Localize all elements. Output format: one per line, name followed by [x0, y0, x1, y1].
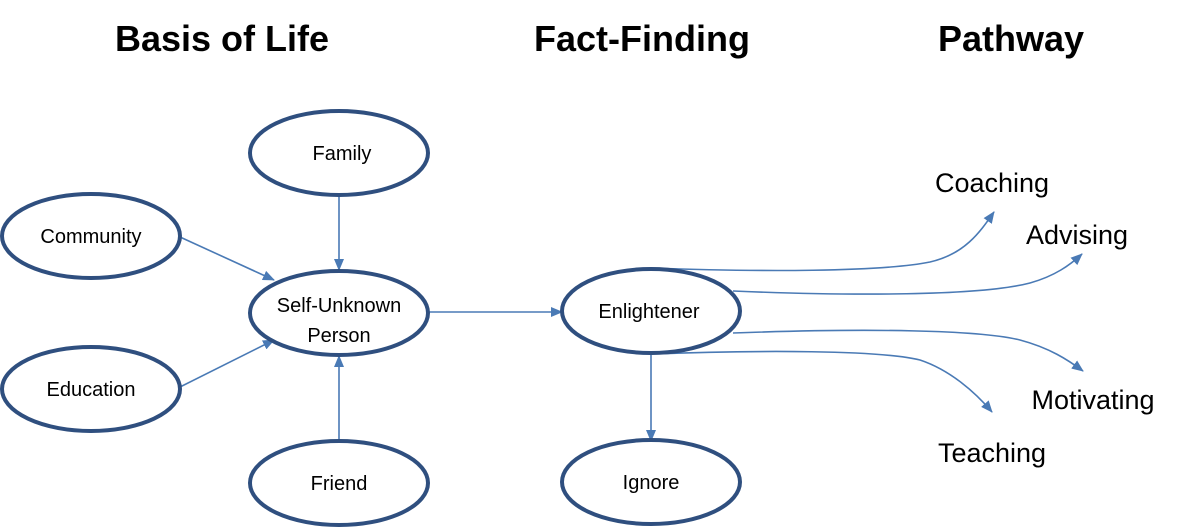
heading-pathway: Pathway — [938, 18, 1084, 59]
family-label: Family — [313, 143, 372, 165]
ignore-ellipse — [560, 438, 742, 526]
education-label: Education — [47, 379, 136, 401]
outcome-coaching: Coaching — [935, 168, 1049, 198]
community-label: Community — [40, 226, 141, 248]
arrow-education-to-self — [179, 339, 275, 388]
arrow-enlightener-to-motivating — [732, 329, 1084, 372]
education-ellipse — [0, 345, 182, 433]
self-unknown-label-line1: Self-Unknown — [277, 295, 402, 317]
node-friend: Friend — [248, 439, 430, 527]
community-ellipse — [0, 192, 182, 280]
arrow-enlightener-to-advising — [732, 253, 1083, 295]
friend-label: Friend — [311, 473, 368, 495]
heading-basis-of-life: Basis of Life — [115, 18, 329, 59]
ignore-label: Ignore — [623, 472, 680, 494]
arrow-enlightener-to-coaching — [650, 211, 995, 272]
outcome-motivating: Motivating — [1031, 385, 1154, 415]
family-ellipse — [248, 109, 430, 197]
node-self-unknown-person: Self-Unknown Person — [248, 269, 430, 357]
heading-fact-finding: Fact-Finding — [534, 18, 750, 59]
outcome-teaching: Teaching — [938, 438, 1046, 468]
self-unknown-person-ellipse — [248, 269, 430, 357]
node-community: Community — [0, 192, 182, 280]
node-family: Family — [248, 109, 430, 197]
node-enlightener: Enlightener — [560, 267, 742, 355]
enlightener-label: Enlightener — [598, 301, 700, 323]
arrow-enlightener-to-teaching — [650, 350, 993, 413]
self-unknown-label-line2: Person — [307, 325, 370, 347]
connectors — [179, 195, 1084, 442]
node-education: Education — [0, 345, 182, 433]
node-ignore: Ignore — [560, 438, 742, 526]
outcome-advising: Advising — [1026, 220, 1128, 250]
arrow-community-to-self — [179, 236, 275, 281]
enlightener-ellipse — [560, 267, 742, 355]
friend-ellipse — [248, 439, 430, 527]
